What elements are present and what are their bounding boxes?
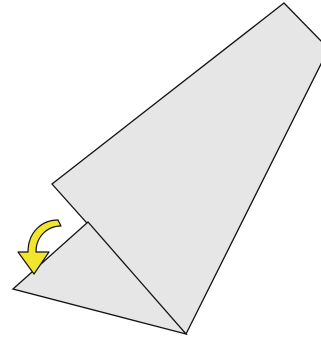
folding-diagram (0, 0, 321, 347)
diagram-canvas (0, 0, 321, 347)
